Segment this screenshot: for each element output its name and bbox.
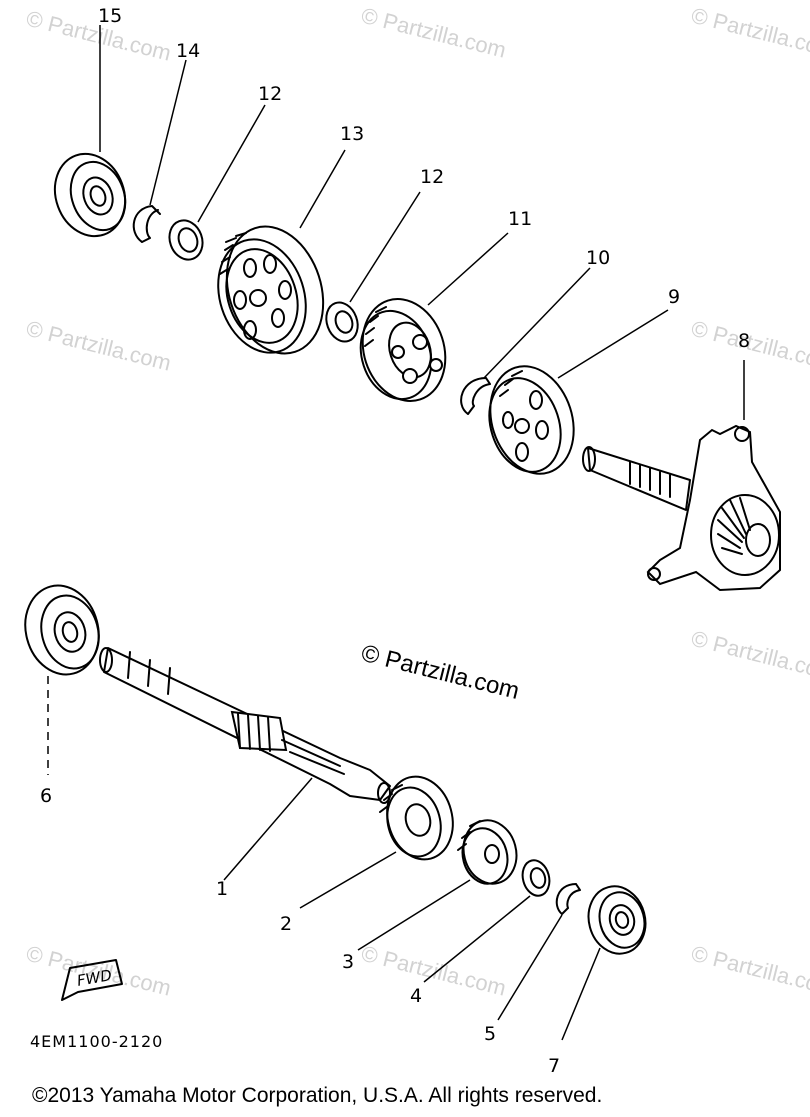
callout-11: 11 bbox=[508, 208, 532, 230]
fwd-label: FWD bbox=[76, 966, 114, 990]
watermark: © Partzilla.com bbox=[689, 3, 810, 63]
part-11-gear[interactable] bbox=[350, 232, 509, 412]
part-7-bearing[interactable] bbox=[561, 880, 653, 1041]
watermark: © Partzilla.com bbox=[359, 3, 509, 63]
part-15-bearing[interactable] bbox=[44, 25, 137, 246]
callout-labels: 15 14 12 13 12 11 10 9 8 6 1 2 3 4 5 7 bbox=[40, 5, 750, 1077]
part-14-circlip[interactable] bbox=[132, 59, 187, 243]
callout-7: 7 bbox=[548, 1055, 560, 1077]
callout-13: 13 bbox=[340, 123, 364, 145]
part-12-washer-upper[interactable] bbox=[164, 104, 266, 264]
fwd-arrow-icon: FWD bbox=[61, 959, 123, 1001]
callout-4: 4 bbox=[410, 985, 422, 1007]
callout-9: 9 bbox=[668, 286, 680, 308]
callout-8: 8 bbox=[738, 330, 750, 352]
part-1-main-shaft[interactable] bbox=[99, 647, 391, 881]
callout-5: 5 bbox=[484, 1023, 496, 1045]
callout-6: 6 bbox=[40, 785, 52, 807]
part-3-gear[interactable] bbox=[357, 814, 523, 951]
part-13-gear[interactable] bbox=[204, 149, 346, 366]
watermark: © Partzilla.com bbox=[359, 941, 509, 1001]
part-4-washer[interactable] bbox=[423, 857, 553, 983]
callout-15: 15 bbox=[98, 5, 122, 27]
callout-12: 12 bbox=[258, 83, 282, 105]
diagram-code: 4EM1100-2120 bbox=[30, 1032, 163, 1051]
part-5-circlip[interactable] bbox=[497, 883, 581, 1021]
part-12-washer-lower[interactable] bbox=[321, 191, 421, 346]
callout-2: 2 bbox=[280, 913, 292, 935]
part-9-gear[interactable] bbox=[477, 309, 669, 485]
watermark-main: © Partzilla.com bbox=[359, 640, 522, 705]
copyright-text: ©2013 Yamaha Motor Corporation, U.S.A. A… bbox=[32, 1084, 602, 1107]
callout-12: 12 bbox=[420, 166, 444, 188]
watermark: © Partzilla.com bbox=[689, 626, 810, 686]
watermark: © Partzilla.com bbox=[689, 941, 810, 1001]
watermark: © Partzilla.com bbox=[24, 316, 174, 376]
callout-14: 14 bbox=[176, 40, 200, 62]
callout-1: 1 bbox=[216, 878, 228, 900]
callout-3: 3 bbox=[342, 951, 354, 973]
part-6-bearing[interactable] bbox=[16, 577, 109, 775]
part-10-circlip[interactable] bbox=[460, 267, 591, 415]
part-8-shaft-assembly[interactable] bbox=[582, 360, 781, 592]
part-2-gear[interactable] bbox=[299, 769, 462, 909]
callout-10: 10 bbox=[586, 247, 610, 269]
